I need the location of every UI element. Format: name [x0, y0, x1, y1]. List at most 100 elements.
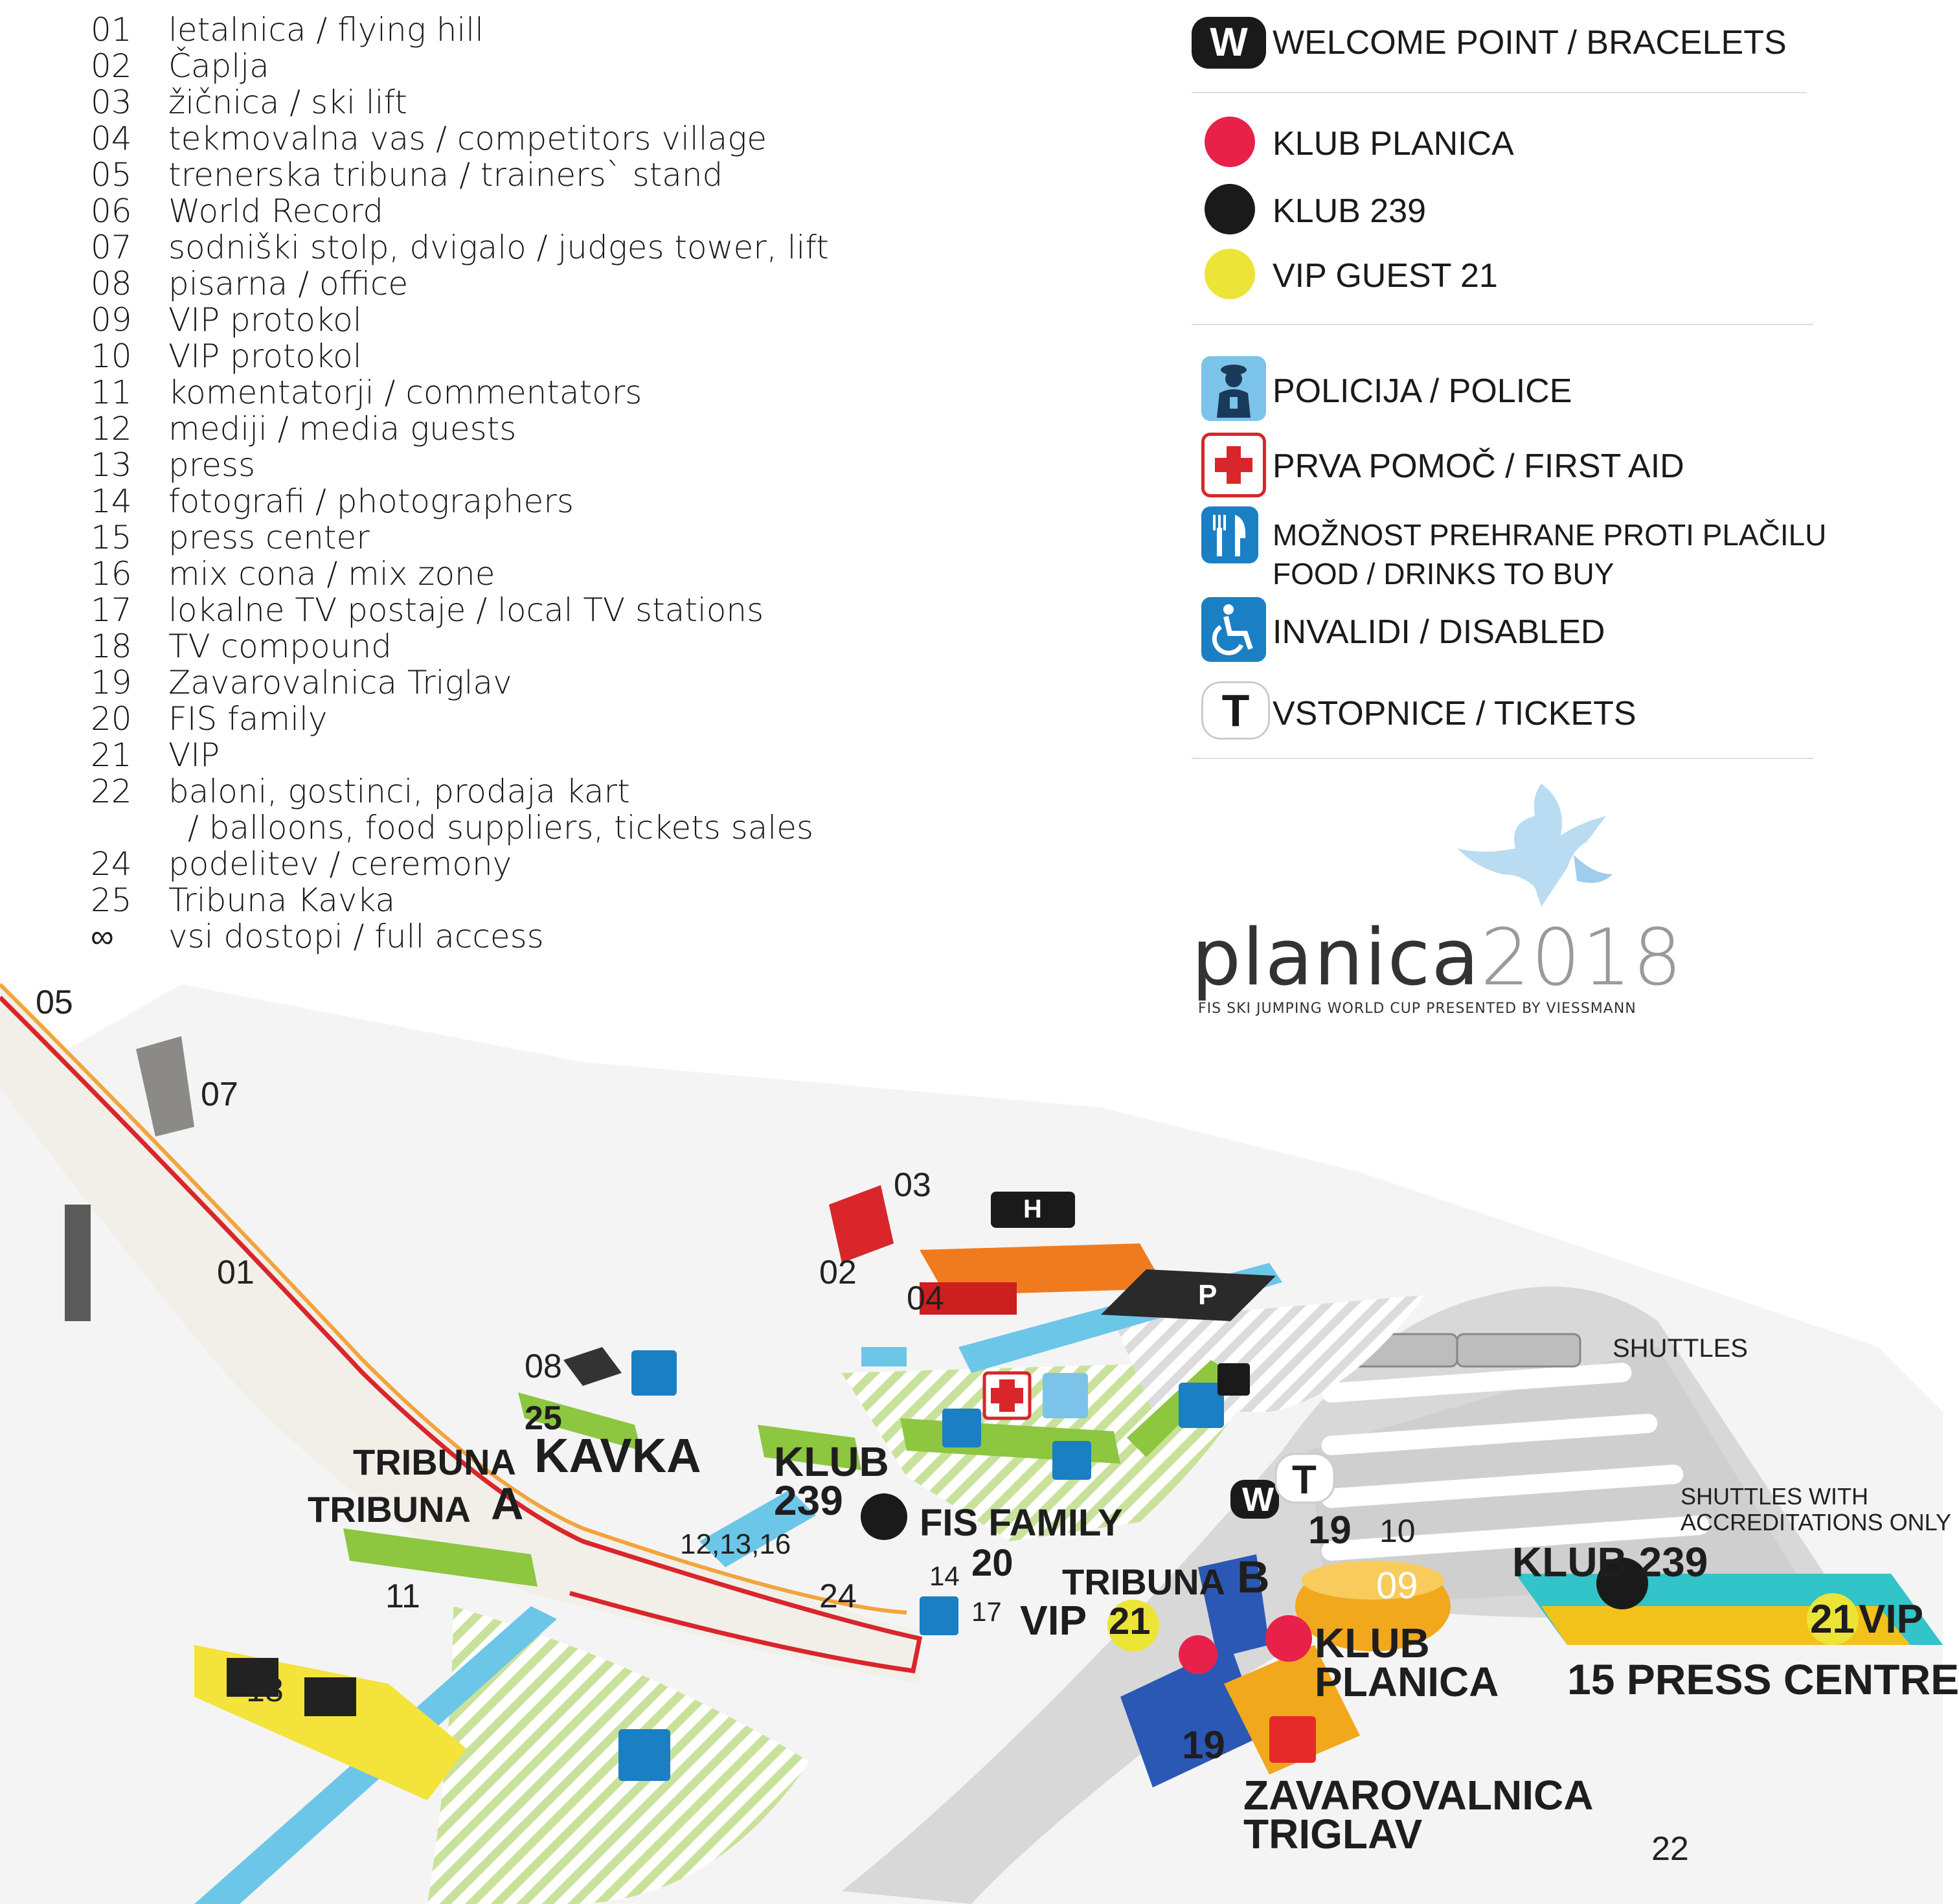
legend-number: 20	[91, 700, 132, 738]
planica-2018-logo: planica2018 FIS SKI JUMPING WORLD CUP PR…	[1192, 777, 1710, 1017]
legend-text: sodniški stolp, dvigalo / judges tower, …	[168, 229, 829, 266]
map-label-25: 25	[525, 1400, 562, 1437]
black-dot-icon	[1205, 184, 1255, 234]
tribuna-kavka-label-b: KAVKA	[534, 1429, 701, 1482]
legend-number: 25	[91, 881, 132, 919]
klub-planica-map-label-a: KLUB	[1315, 1620, 1430, 1666]
map-label-19-a: 19	[1308, 1508, 1352, 1552]
legend-text: tekmovalna vas / competitors village	[168, 120, 767, 157]
legend-number: 14	[91, 482, 132, 520]
legend-text: / balloons, food suppliers, tickets sale…	[188, 809, 814, 846]
legend-number: 21	[91, 736, 132, 774]
helipad-icon: H	[1023, 1195, 1042, 1223]
legend-number: 15	[91, 519, 132, 556]
legend-text: Zavarovalnica Triglav	[168, 664, 512, 701]
legend-number: 17	[91, 591, 132, 629]
vip-right-label: VIP	[1859, 1597, 1923, 1642]
map-label-01: 01	[217, 1254, 255, 1291]
legend-text: trenerska tribuna / trainers` stand	[168, 156, 723, 194]
map-label-18: 18	[246, 1672, 284, 1709]
tribuna-b-label-b: B	[1237, 1552, 1270, 1602]
tribuna-b-label-a: TRIBUNA	[1062, 1561, 1225, 1602]
legend-number: 16	[91, 555, 132, 593]
press-centre-label: 15 PRESS CENTRE	[1567, 1655, 1959, 1703]
klub-239-map-label-b: 239	[774, 1477, 843, 1524]
legend-number: 02	[91, 47, 132, 85]
legend-text: Čaplja	[168, 47, 269, 85]
legend-number: 05	[91, 156, 132, 194]
first-aid-icon	[1201, 433, 1266, 497]
vip-guest-label: VIP GUEST 21	[1273, 257, 1498, 295]
parking-icon: P	[1198, 1279, 1217, 1311]
map-label-07: 07	[201, 1076, 238, 1113]
legend-divider	[1192, 758, 1813, 759]
police-label: POLICIJA / POLICE	[1273, 372, 1572, 410]
map-label-03: 03	[894, 1166, 931, 1204]
food-label: MOŽNOST PREHRANE PROTI PLAČILU	[1273, 518, 1827, 552]
legend-text: FIS family	[168, 700, 328, 738]
legend-number: 24	[91, 845, 132, 883]
vip-21-right-badge: 21	[1810, 1597, 1855, 1642]
tickets-t-icon: T	[1201, 681, 1270, 740]
legend-text: press	[168, 446, 256, 484]
tribuna-a-label-b: A	[491, 1479, 524, 1529]
legend-number: 12	[91, 410, 132, 448]
logo-wordmark: planica2018	[1192, 920, 1683, 997]
klub-239-label: KLUB 239	[1273, 192, 1427, 230]
legend-text: podelitev / ceremony	[168, 845, 512, 883]
first-aid-label: PRVA POMOČ / FIRST AID	[1273, 448, 1684, 485]
food-label-en: FOOD / DRINKS TO BUY	[1273, 557, 1614, 591]
legend-text: baloni, gostinci, prodaja kart	[168, 773, 630, 810]
map-label-04: 04	[907, 1280, 944, 1317]
red-dot-icon	[1205, 117, 1255, 167]
legend-text: lokalne TV postaje / local TV stations	[168, 591, 764, 629]
legend-number: 09	[91, 301, 132, 339]
map-label-19-b: 19	[1182, 1723, 1225, 1767]
map-label-22: 22	[1651, 1830, 1689, 1868]
zavarovalnica-label-a: ZAVAROVALNICA	[1243, 1772, 1594, 1819]
legend-number: 06	[91, 192, 132, 230]
legend-number: 19	[91, 664, 132, 701]
legend-number: 13	[91, 446, 132, 484]
map-label-14: 14	[929, 1561, 960, 1591]
police-icon	[1201, 356, 1266, 421]
legend-text: mix cona / mix zone	[168, 555, 495, 593]
ski-jumpers-logo-icon	[1457, 784, 1613, 907]
shuttles-accreditation-label-a: SHUTTLES WITH	[1681, 1483, 1869, 1510]
map-label-09: 09	[1376, 1565, 1418, 1607]
map-label-17: 17	[971, 1596, 1002, 1627]
legend-text: žičnica / ski lift	[168, 84, 407, 121]
vip-21-left-badge: 21	[1109, 1600, 1151, 1642]
fis-family-map-label: FIS FAMILY	[920, 1502, 1123, 1544]
legend-text: vsi dostopi / full access	[168, 918, 544, 955]
map-label-12-13-16: 12,13,16	[680, 1528, 791, 1560]
legend-number: 22	[91, 773, 132, 810]
map-label-02: 02	[819, 1254, 857, 1291]
legend-text: fotografi / photographers	[168, 482, 574, 520]
tickets-map-icon: T	[1292, 1458, 1317, 1502]
legend-text: letalnica / flying hill	[168, 11, 484, 49]
tribuna-kavka-label-a: TRIBUNA	[353, 1442, 516, 1482]
welcome-w-icon: W	[1192, 17, 1266, 69]
welcome-point-map-icon: W	[1242, 1481, 1274, 1519]
legend-text: World Record	[168, 192, 383, 230]
disabled-label: INVALIDI / DISABLED	[1273, 613, 1605, 651]
yellow-dot-icon	[1205, 249, 1255, 299]
klub-planica-map-label-b: PLANICA	[1315, 1659, 1499, 1705]
map-label-05: 05	[36, 984, 73, 1021]
klub-239-map-label-a: KLUB	[774, 1438, 889, 1485]
wheelchair-icon	[1201, 597, 1266, 662]
legend-text: TV compound	[168, 628, 392, 665]
legend-text: VIP protokol	[168, 337, 362, 375]
legend-divider	[1192, 92, 1807, 93]
legend-number: 03	[91, 84, 132, 121]
legend-number: 01	[91, 11, 132, 49]
klub-239-right-label: KLUB 239	[1512, 1539, 1708, 1585]
tribuna-a-label-a: TRIBUNA	[308, 1489, 471, 1530]
legend-divider	[1192, 324, 1813, 325]
map-label-24: 24	[819, 1578, 857, 1615]
shuttles-accreditation-label-b: ACCREDITATIONS ONLY	[1681, 1509, 1952, 1536]
venue-map-drawing	[0, 982, 1943, 1904]
legend-text: VIP	[168, 736, 220, 774]
legend-number: 10	[91, 337, 132, 375]
